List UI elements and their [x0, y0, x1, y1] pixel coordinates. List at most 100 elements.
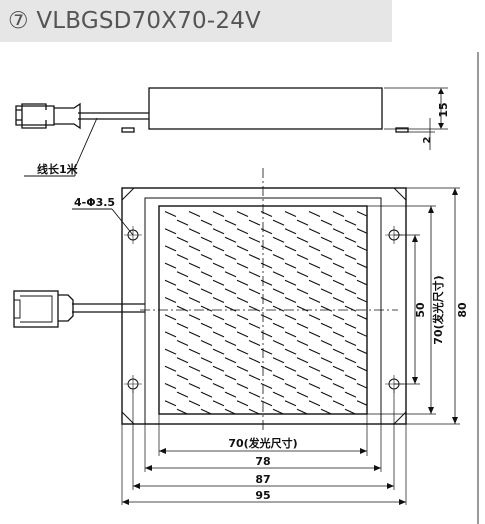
hatch-mark [272, 339, 285, 347]
hatch-mark [320, 391, 333, 398]
hatch-mark [212, 365, 225, 372]
hatch-mark [308, 279, 321, 286]
hatch-mark [224, 357, 237, 364]
dim-80-label: 80 [456, 302, 469, 318]
hatch-mark [212, 382, 225, 390]
cable-length-label: 线长1米 [37, 162, 79, 176]
dim-95-label: 95 [255, 489, 270, 502]
hatch-mark [200, 253, 213, 261]
hatch-mark [224, 305, 237, 312]
hatch-mark [176, 288, 189, 295]
hatch-mark [272, 357, 285, 364]
hatch-mark [200, 408, 213, 414]
hatch-mark [344, 408, 357, 414]
hatch-mark [296, 408, 309, 414]
hatch-mark [344, 374, 357, 381]
hatch-mark [164, 331, 177, 338]
hatch-mark [164, 400, 177, 407]
outer-plate [121, 187, 407, 425]
hatch-mark [236, 365, 249, 372]
hatch-mark [236, 314, 249, 321]
hatch-mark [248, 391, 261, 398]
hatch-mark [320, 339, 333, 347]
hatch-mark [176, 253, 189, 261]
front-connector-boot [58, 294, 74, 322]
hatch-mark [260, 365, 273, 372]
hole-spec-label: 4-Φ3.5 [74, 196, 115, 209]
hatch-mark [188, 296, 201, 304]
front-connector-body [13, 290, 59, 328]
hatch-mark [248, 288, 261, 295]
hatch-mark [236, 279, 249, 286]
hatch-mark [296, 219, 309, 226]
side-foot-right [395, 127, 409, 133]
hatch-mark [236, 400, 249, 407]
hatch-mark [260, 382, 273, 390]
hatch-mark [236, 382, 249, 390]
hatch-mark [176, 374, 189, 381]
hatch-mark [224, 322, 237, 329]
hatch-mark [356, 279, 367, 286]
hatch-mark [260, 279, 273, 286]
hatch-mark [260, 210, 273, 218]
hatch-mark [260, 245, 273, 252]
hatch-mark [344, 219, 357, 226]
hatch-mark [260, 348, 273, 355]
hatch-mark [284, 365, 297, 372]
hatch-mark [164, 210, 177, 218]
hatch-mark [284, 382, 297, 390]
hatch-mark [308, 228, 321, 235]
hatch-mark [248, 339, 261, 347]
hatch-mark [188, 348, 201, 355]
dim-87-label: 87 [255, 473, 270, 486]
hatch-mark [212, 331, 225, 338]
hatch-mark [284, 210, 297, 218]
hatch-mark [200, 339, 213, 347]
hatch-mark [236, 296, 249, 304]
hatch-mark [332, 365, 345, 372]
hatch-mark [248, 408, 261, 414]
hatch-mark [176, 219, 189, 226]
hatch-mark [176, 391, 189, 398]
dim-height-label: 15 [437, 102, 450, 117]
hatch-mark [332, 382, 345, 390]
hatch-mark [344, 322, 357, 329]
hatch-mark [284, 296, 297, 304]
hatch-mark [224, 236, 237, 243]
hatch-mark [248, 236, 261, 243]
hatch-mark [188, 400, 201, 407]
hatch-mark [308, 262, 321, 269]
hatch-mark [284, 331, 297, 338]
hatch-mark [200, 391, 213, 398]
hatch-mark [164, 245, 177, 252]
hatch-mark [248, 253, 261, 261]
hatch-mark [356, 262, 367, 269]
hatch-mark [296, 288, 309, 295]
hatch-mark [236, 348, 249, 355]
hatch-mark [188, 262, 201, 269]
hatch-mark [296, 271, 309, 278]
hatch-mark [320, 236, 333, 243]
hatch-mark [308, 331, 321, 338]
hatch-mark [320, 271, 333, 278]
hatch-mark [188, 314, 201, 321]
hatch-mark [320, 408, 333, 414]
hatch-mark [260, 296, 273, 304]
hatch-mark [308, 210, 321, 218]
hatch-mark [356, 331, 367, 338]
hatch-mark [188, 245, 201, 252]
hatch-mark [320, 322, 333, 329]
hatch-mark [164, 262, 177, 269]
side-foot-left [121, 127, 135, 133]
hatch-mark [212, 348, 225, 355]
hatch-mark [188, 228, 201, 235]
hatch-mark [344, 288, 357, 295]
hatch-mark [344, 339, 357, 347]
hatch-mark [308, 365, 321, 372]
hatch-mark [344, 305, 357, 312]
hatch-mark [284, 262, 297, 269]
hatch-mark [272, 391, 285, 398]
hatch-mark [272, 219, 285, 226]
hatch-mark [344, 236, 357, 243]
hatch-mark [272, 374, 285, 381]
